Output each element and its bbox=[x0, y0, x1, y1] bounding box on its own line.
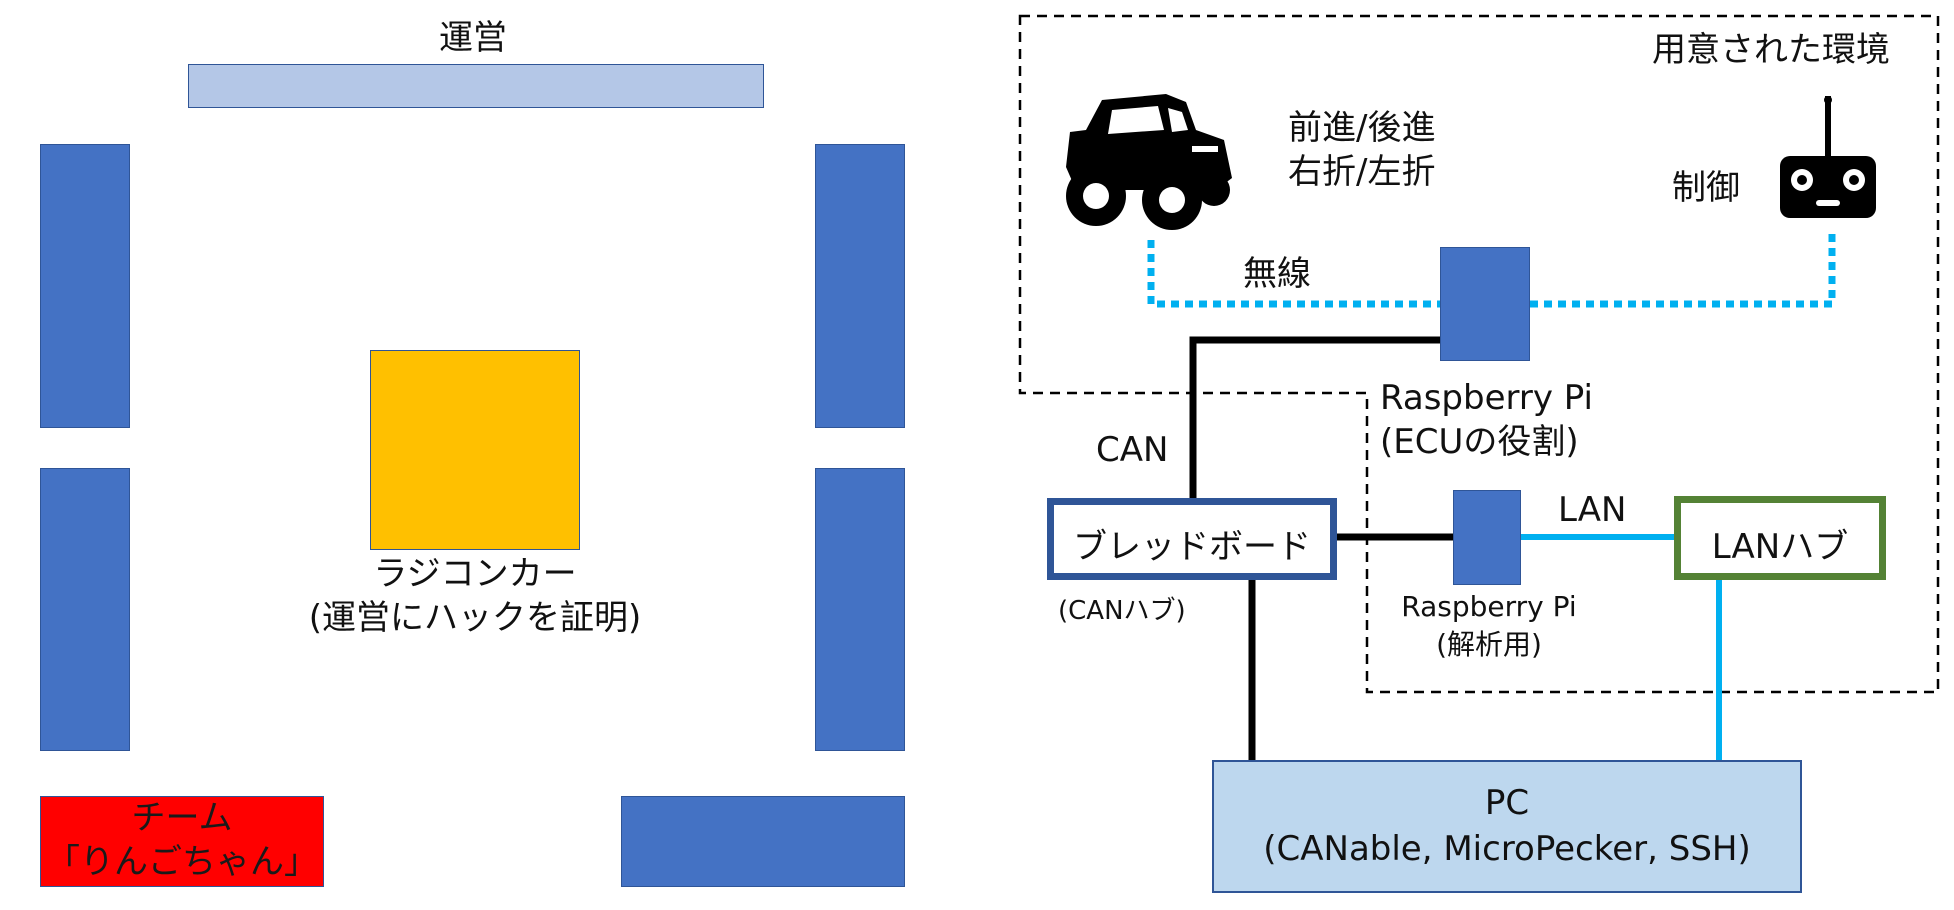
raspberry-pi-ecu bbox=[1440, 247, 1530, 361]
wireless-line-left bbox=[1147, 240, 1440, 308]
table-right-bottom bbox=[815, 468, 905, 751]
wireless-label: 無線 bbox=[1243, 254, 1311, 294]
team-label-line2: 「りんごちゃん」 bbox=[46, 842, 318, 882]
table-left-bottom bbox=[40, 468, 130, 751]
team-label: チーム 「りんごちゃん」 bbox=[40, 796, 324, 884]
wireless-line-right bbox=[1530, 228, 1836, 308]
raspberry-pi-ecu-label-line1: Raspberry Pi bbox=[1380, 378, 1593, 418]
raspberry-pi-analysis bbox=[1453, 490, 1521, 585]
rc-car-label-line2: (運営にハックを証明) bbox=[308, 598, 642, 638]
rc-car-area bbox=[370, 350, 580, 550]
lan-hub-label: LANハブ bbox=[1711, 527, 1849, 567]
car-actions-line2: 右折/左折 bbox=[1288, 152, 1436, 192]
pc: PC (CANable, MicroPecker, SSH) bbox=[1212, 760, 1802, 893]
rc-car-label-line1: ラジコンカー bbox=[373, 554, 577, 594]
breadboard-label: ブレッドボード bbox=[1073, 527, 1311, 567]
operator-label: 運営 bbox=[439, 18, 507, 58]
team-label-line1: チーム bbox=[131, 798, 233, 838]
lan-hub: LANハブ bbox=[1674, 496, 1886, 580]
car-actions-line1: 前進/後進 bbox=[1288, 108, 1436, 148]
team-block bbox=[40, 796, 324, 887]
raspberry-pi-analysis-label-line2: (解析用) bbox=[1436, 628, 1542, 661]
raspberry-pi-ecu-label: Raspberry Pi (ECUの役割) bbox=[1380, 376, 1593, 464]
raspberry-pi-ecu-label-line2: (ECUの役割) bbox=[1380, 422, 1579, 462]
breadboard-sub-label: (CANハブ) bbox=[1058, 596, 1186, 626]
breadboard: ブレッドボード bbox=[1047, 498, 1337, 580]
raspberry-pi-analysis-label-line1: Raspberry Pi bbox=[1401, 590, 1577, 623]
table-right-top bbox=[815, 144, 905, 428]
control-label: 制御 bbox=[1672, 168, 1740, 208]
remote-controller-icon bbox=[1780, 96, 1876, 220]
car-actions: 前進/後進 右折/左折 bbox=[1288, 106, 1435, 194]
environment-boundary bbox=[1018, 14, 1940, 694]
pc-label-line1: PC bbox=[1484, 783, 1530, 823]
table-bottom-right bbox=[621, 796, 905, 887]
pc-label-line2: (CANable, MicroPecker, SSH) bbox=[1263, 829, 1751, 869]
rc-car-label: ラジコンカー (運営にハックを証明) bbox=[260, 552, 690, 640]
table-left-top bbox=[40, 144, 130, 428]
rc-car-icon bbox=[1046, 82, 1246, 237]
pc-label: PC (CANable, MicroPecker, SSH) bbox=[1214, 780, 1800, 872]
environment-label: 用意された環境 bbox=[1652, 30, 1890, 70]
operator-table bbox=[188, 64, 764, 108]
can-label: CAN bbox=[1096, 430, 1169, 470]
lan-label: LAN bbox=[1558, 490, 1627, 530]
can-line-ecu bbox=[1189, 336, 1440, 500]
raspberry-pi-analysis-label: Raspberry Pi (解析用) bbox=[1380, 588, 1598, 664]
